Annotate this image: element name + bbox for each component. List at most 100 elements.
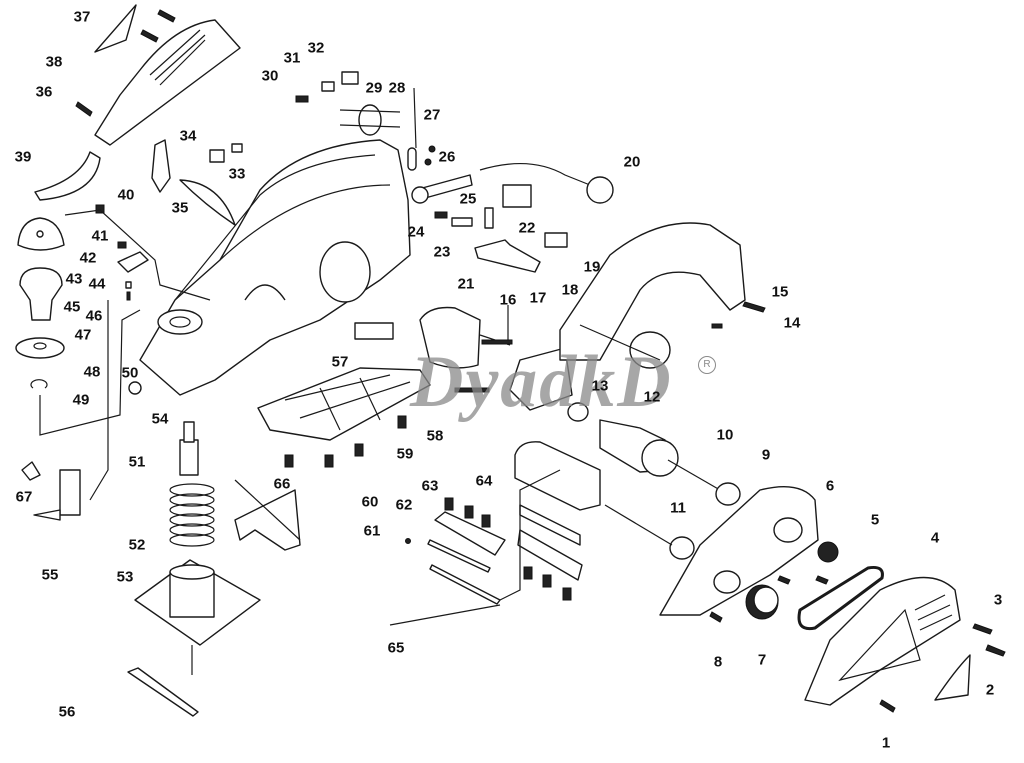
screw-icon — [777, 575, 791, 585]
callout-1-cover-screw: 1 — [881, 734, 891, 752]
callout-56-wrench: 56 — [58, 703, 76, 721]
part-1-screw — [879, 699, 896, 713]
callout-39-dust-guide: 39 — [14, 148, 32, 166]
callout-16-stator-screw: 16 — [499, 291, 517, 309]
callout-60-blade-clamp: 60 — [361, 493, 379, 511]
screw-icon — [454, 387, 490, 393]
cord-sleeve-end — [411, 186, 429, 204]
part-12-fan — [641, 439, 679, 477]
callout-9-gear-plate: 9 — [761, 446, 771, 464]
callout-35-pin: 35 — [171, 199, 189, 217]
part-32-holder — [341, 71, 359, 85]
part-52-spring — [169, 483, 215, 547]
callout-26-cord-sleeve: 26 — [438, 148, 456, 166]
callout-46-pin: 46 — [85, 307, 103, 325]
callout-64-cutter-drum: 64 — [475, 472, 493, 490]
part-61-set-screw — [405, 538, 411, 544]
part-55-guide-bracket — [59, 469, 81, 516]
callout-40-spring: 40 — [117, 186, 135, 204]
callout-45-screw: 45 — [63, 298, 81, 316]
callout-57-brush-seal: 57 — [331, 353, 349, 371]
part-45-screw — [125, 281, 132, 289]
callout-3-cover-screw: 3 — [993, 591, 1003, 609]
part-23-lock-button — [451, 217, 473, 227]
part-49-circlip — [30, 379, 48, 389]
part-46-pin — [126, 291, 131, 301]
callout-41-screw: 41 — [91, 227, 109, 245]
screw-icon — [140, 29, 159, 43]
callout-58-bolt: 58 — [426, 427, 444, 445]
part-64-cutter-drum — [514, 441, 601, 511]
part-53-post-top — [169, 564, 215, 580]
callout-53-front-base: 53 — [116, 568, 134, 586]
part-34-lever — [151, 139, 171, 193]
part-67-thumb-screw — [21, 461, 41, 481]
part-18-switch-lever — [474, 239, 541, 273]
part-20-plug — [586, 176, 614, 204]
callout-55-guide-bracket: 55 — [41, 566, 59, 584]
callout-28-cord-clamp: 28 — [388, 79, 406, 97]
part-51-spindle — [179, 439, 199, 476]
part-55-foot — [33, 509, 61, 521]
bolt-icons — [284, 415, 407, 468]
housing-opening — [319, 241, 371, 303]
callout-62-blade-holder: 62 — [395, 496, 413, 514]
part-brush-holder-lower — [231, 143, 243, 153]
part-62-blade-holder — [434, 511, 506, 556]
part-14-screw — [742, 301, 766, 313]
part-57-brush-seal — [354, 322, 394, 340]
callout-12-armature: 12 — [643, 388, 661, 406]
watermark: DyadkD — [410, 341, 673, 423]
part-19-capacitor — [544, 232, 568, 248]
callout-2-cover-label: 2 — [985, 681, 995, 699]
part-3-screw — [972, 623, 993, 635]
callout-36-screw: 36 — [35, 83, 53, 101]
handle-tube-end — [629, 331, 671, 369]
callout-31-brush-holder: 31 — [283, 49, 301, 67]
part-brush-holder-lower — [209, 149, 225, 163]
callout-50-housing: 50 — [121, 364, 139, 382]
callout-33-label: 33 — [228, 165, 246, 183]
callout-54-rivet: 54 — [151, 410, 169, 428]
part-47-knob-shaft — [19, 267, 63, 321]
part-31-holder — [321, 81, 335, 92]
callout-61-set-screw: 61 — [363, 522, 381, 540]
callout-21-stator: 21 — [457, 275, 475, 293]
part-54-rivet — [128, 381, 142, 395]
bolt-icons — [444, 497, 572, 601]
callout-48-washer: 48 — [83, 363, 101, 381]
housing-knob-seat — [157, 309, 203, 335]
part-38-top-cover — [94, 19, 241, 146]
callout-8-screw: 8 — [713, 653, 723, 671]
part-10-bearing — [715, 482, 741, 506]
part-2-label — [934, 654, 971, 701]
callout-23-lock-button: 23 — [433, 243, 451, 261]
part-65-blade — [429, 564, 501, 605]
callout-20-power-cord: 20 — [623, 153, 641, 171]
screw-icon — [157, 9, 176, 23]
part-4-belt-cover — [804, 576, 961, 706]
part-60-blade-clamp — [427, 539, 491, 573]
callout-18-switch-lever: 18 — [561, 281, 579, 299]
part-8-screw — [709, 611, 723, 623]
part-11-bearing — [669, 536, 695, 560]
callout-49-circlip: 49 — [72, 391, 90, 409]
gear-plate-bore — [773, 517, 803, 543]
callout-4-belt-cover: 4 — [930, 529, 940, 547]
callout-66-stand: 66 — [273, 475, 291, 493]
part-28-clamp — [407, 147, 417, 171]
part-15-handle — [559, 222, 746, 361]
callout-24-spring: 24 — [407, 223, 425, 241]
part-39-dust-guide — [34, 151, 101, 201]
callout-17-baffle: 17 — [529, 289, 547, 307]
part-37-label — [94, 4, 137, 53]
part-66-stand — [234, 489, 301, 551]
callout-30-carbon-brush: 30 — [261, 67, 279, 85]
part-25-spring — [484, 207, 494, 229]
gear-plate-bore-lower — [713, 570, 741, 594]
part-21-stator — [419, 306, 481, 369]
callout-19-capacitor: 19 — [583, 258, 601, 276]
callout-47-knob-shaft: 47 — [74, 326, 92, 344]
